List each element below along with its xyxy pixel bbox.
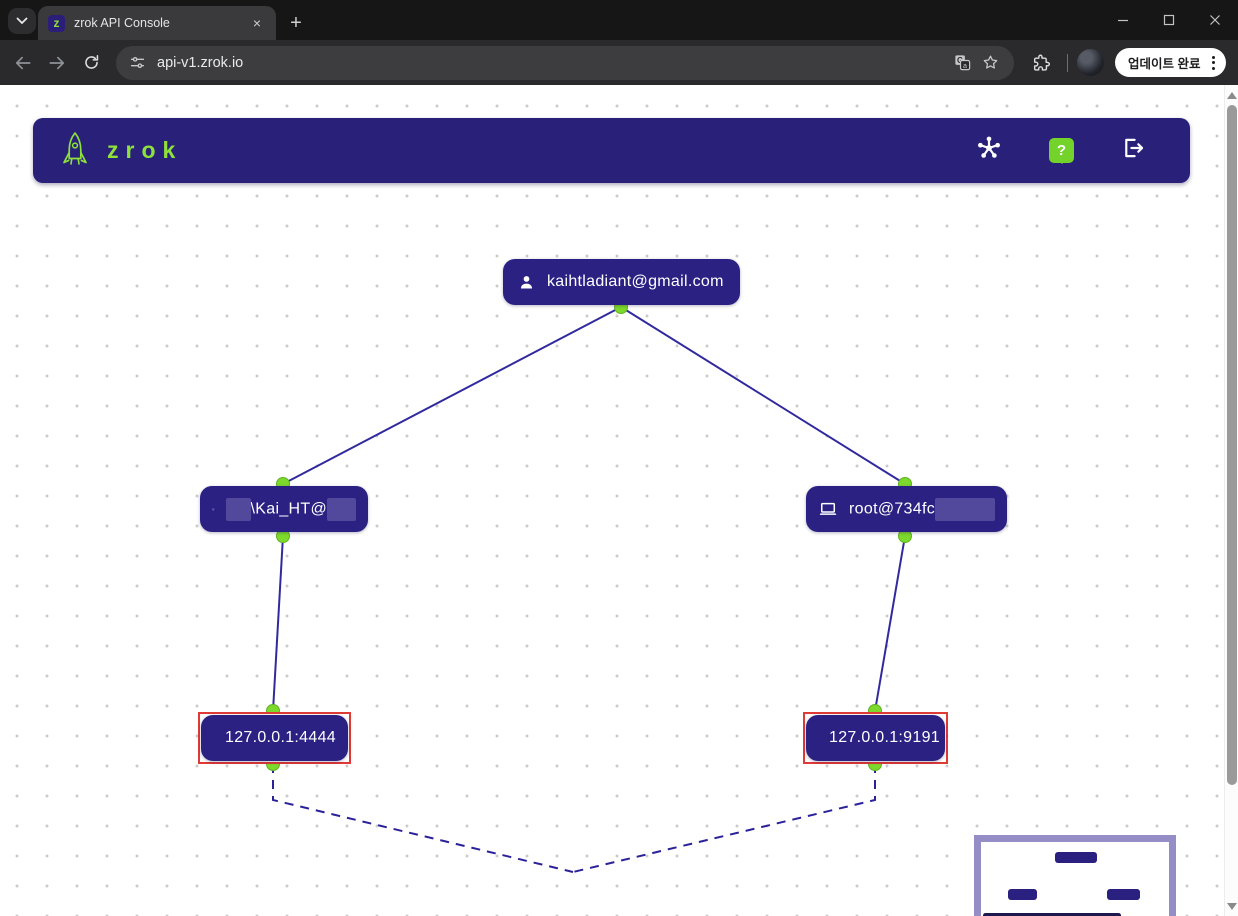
logout-icon [1125,138,1144,158]
redacted-block [935,497,995,521]
node-account[interactable]: kaihtladiant@gmail.com [503,259,740,305]
edge-dashed-right [572,764,876,873]
share-left-label: 127.0.0.1:4444 [225,729,336,746]
environment-left-label: \Kai_HT@ [225,497,356,521]
laptop-icon [819,502,837,515]
profile-avatar[interactable] [1077,49,1104,76]
minimap-node [983,913,1121,916]
svg-text:a: a [963,62,967,70]
graph-edges [266,300,912,873]
browser-titlebar: z zrok API Console × + [0,0,1238,40]
node-share-right[interactable]: 127.0.0.1:9191 [806,715,945,761]
scroll-down-icon[interactable] [1227,903,1237,910]
close-window-button[interactable] [1192,0,1238,40]
edge-account-env-right [620,306,906,485]
reload-button[interactable] [74,46,108,80]
svg-text:G: G [957,56,963,65]
new-tab-button[interactable]: + [290,11,302,34]
minimize-button[interactable] [1100,0,1146,40]
url-text[interactable]: api-v1.zrok.io [157,54,244,71]
logout-button[interactable] [1120,135,1146,166]
translate-icon: G a [954,55,970,71]
window-controls [1100,0,1238,40]
minimap-node [1008,889,1037,900]
node-environment-left[interactable]: \Kai_HT@ [200,486,368,532]
edge-account-env-left [282,306,622,485]
zrok-rocket-logo-icon [63,131,87,165]
minimize-icon [1118,19,1128,22]
star-icon [983,55,997,69]
close-icon [1210,15,1220,25]
extensions-button[interactable] [1024,46,1058,80]
node-share-left[interactable]: 127.0.0.1:4444 [201,715,348,761]
edge-env-share-left [272,535,284,712]
maximize-button[interactable] [1146,0,1192,40]
zrok-favicon: z [48,14,65,32]
chrome-update-button[interactable]: 업데이트 완료 [1115,48,1227,77]
minimap-node [1055,852,1097,863]
back-arrow-icon [15,56,31,69]
toolbar-separator [1067,53,1068,72]
page-scrollbar[interactable] [1224,85,1238,916]
update-label: 업데이트 완료 [1128,57,1201,71]
edge-env-share-right [874,535,906,712]
help-icon: ? [1056,142,1067,159]
scrollbar-thumb[interactable] [1227,105,1237,785]
tab-search-button[interactable] [8,8,36,34]
translate-button[interactable]: G a [948,49,976,77]
zrok-app-header: zrok ? [33,118,1190,183]
minimap-node [1107,889,1140,900]
zrok-console-canvas[interactable]: zrok ? [0,85,1238,916]
graph-view-button[interactable] [975,134,1003,167]
tab-title: zrok API Console [74,16,170,30]
graph-minimap[interactable] [974,835,1176,916]
forward-button[interactable] [40,46,74,80]
browser-toolbar: api-v1.zrok.io G a 업데이트 완료 [0,40,1238,85]
edge-dashed-left [272,764,574,873]
redacted-block [225,497,251,521]
share-right-label: 127.0.0.1:9191 [829,729,940,746]
maximize-icon [1163,14,1175,26]
tab-close-icon[interactable]: × [252,15,262,31]
bookmark-button[interactable] [976,49,1004,77]
address-bar[interactable]: api-v1.zrok.io G a [116,45,1014,80]
help-button[interactable]: ? [1049,138,1074,164]
hub-icon [978,136,1000,158]
environment-right-label: root@734fc [849,497,995,521]
chevron-down-icon [16,17,28,25]
forward-arrow-icon [49,56,65,69]
selection-frame: 127.0.0.1:4444 [198,712,351,764]
account-label: kaihtladiant@gmail.com [547,273,724,290]
laptop-icon [212,508,215,510]
scroll-up-icon[interactable] [1227,92,1237,99]
selection-frame: 127.0.0.1:9191 [803,712,948,764]
back-button[interactable] [6,46,40,80]
zrok-logo-text: zrok [107,137,183,163]
node-environment-right[interactable]: root@734fc [806,486,1007,532]
browser-tab[interactable]: z zrok API Console × [38,6,276,40]
reload-icon [84,54,98,69]
chrome-menu-icon[interactable] [1206,55,1221,70]
site-settings-icon[interactable] [128,53,147,72]
redacted-block [327,497,356,521]
extensions-puzzle-icon [1033,54,1050,71]
person-icon [520,275,533,288]
